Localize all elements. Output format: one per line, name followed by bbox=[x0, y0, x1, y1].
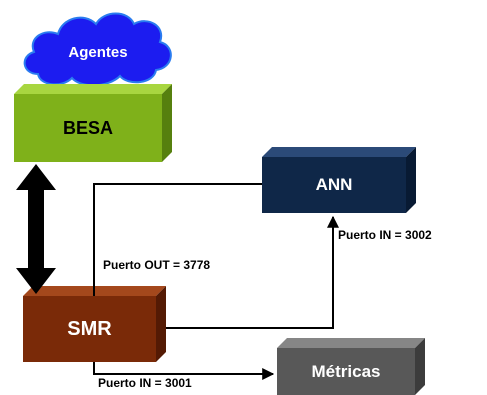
smr-out-to-ann-connector bbox=[93, 183, 262, 296]
smr-box bbox=[23, 286, 166, 362]
ann-label: ANN bbox=[315, 175, 353, 194]
ann-in-port-label: Puerto IN = 3002 bbox=[338, 228, 432, 242]
smr-to-ann-in-arrow bbox=[166, 215, 339, 329]
agentes-label: Agentes bbox=[68, 43, 128, 61]
metricas-box bbox=[277, 338, 425, 395]
besa-label: BESA bbox=[62, 117, 113, 138]
besa-smr-double-arrow bbox=[16, 164, 56, 294]
smr-label: SMR bbox=[67, 317, 112, 340]
smr-out-port-label: Puerto OUT = 3778 bbox=[103, 258, 211, 272]
ann-box bbox=[262, 147, 416, 213]
besa-box bbox=[14, 84, 172, 162]
metricas-label: Métricas bbox=[311, 361, 381, 381]
smr-in-port-label: Puerto IN = 3001 bbox=[98, 376, 192, 390]
smr-to-metricas-arrow bbox=[93, 362, 275, 380]
